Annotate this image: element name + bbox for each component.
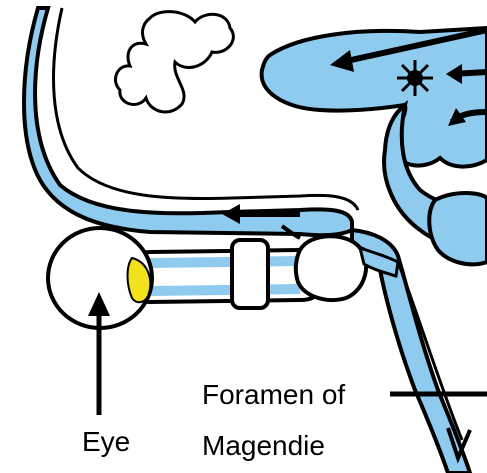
eye-label: Eye [82,428,130,456]
star-icon [397,60,433,96]
foramen-label-line1: Foramen of [202,381,345,409]
eye-pointer-arrow [88,292,110,415]
optic-nerve-clamp [232,240,268,308]
fourth-ventricle [429,193,487,264]
pituitary [296,236,366,300]
cortex-gyri [115,12,233,112]
lateral-ventricle [262,28,487,167]
foramen-label-line2: Magendie [202,432,325,460]
